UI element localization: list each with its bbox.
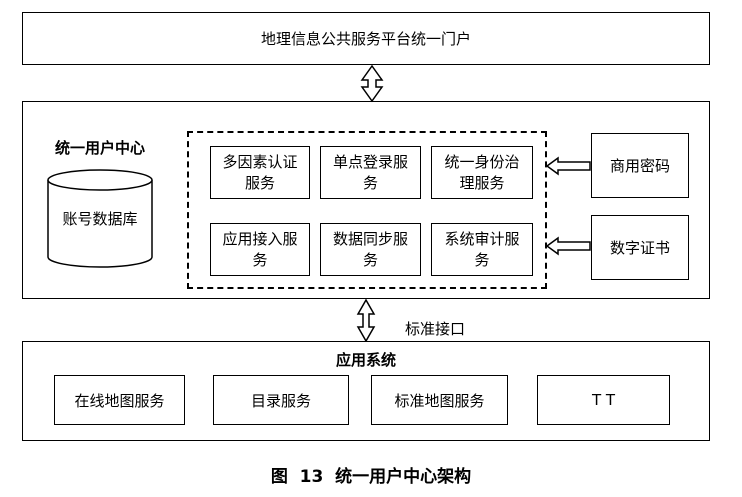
double-arrow-icon [356,298,376,343]
app-system-title: 应用系统 [335,351,396,369]
app-item-label: T T [591,391,616,409]
commercial-crypto-box: 商用密码 [591,133,689,198]
figure-caption: 图 13 统一用户中心架构 [270,467,472,487]
service-label: 数据同步服务 [332,229,408,269]
app-item-label: 目录服务 [250,391,311,410]
service-box-mfa: 多因素认证服务 [210,146,310,199]
external-label: 商用密码 [609,157,670,175]
portal-title: 地理信息公共服务平台统一门户 [260,30,471,48]
service-box-audit: 系统审计服务 [431,223,533,276]
service-label: 单点登录服务 [332,152,408,192]
service-label: 系统审计服务 [444,229,520,269]
app-item-standard-map: 标准地图服务 [371,375,508,425]
external-label: 数字证书 [609,239,670,257]
interface-label: 标准接口 [405,320,466,338]
service-box-app-access: 应用接入服务 [210,223,310,276]
service-label: 应用接入服务 [222,229,298,269]
service-box-identity-governance: 统一身份治理服务 [431,146,533,199]
app-item-tt: T T [537,375,670,425]
app-item-catalog: 目录服务 [213,375,349,425]
services-dashed-region [187,131,547,289]
service-box-sso: 单点登录服务 [320,146,421,199]
service-box-data-sync: 数据同步服务 [320,223,421,276]
app-item-label: 标准地图服务 [394,391,485,410]
user-center-title: 统一用户中心 [55,139,146,157]
service-label: 统一身份治理服务 [444,152,520,192]
app-item-label: 在线地图服务 [74,391,165,410]
service-label: 多因素认证服务 [222,152,298,192]
double-arrow-icon [360,64,384,103]
digital-certificate-box: 数字证书 [591,215,689,280]
account-database-label: 账号数据库 [62,210,138,228]
app-item-online-map: 在线地图服务 [54,375,185,425]
portal-box: 地理信息公共服务平台统一门户 [22,12,710,65]
